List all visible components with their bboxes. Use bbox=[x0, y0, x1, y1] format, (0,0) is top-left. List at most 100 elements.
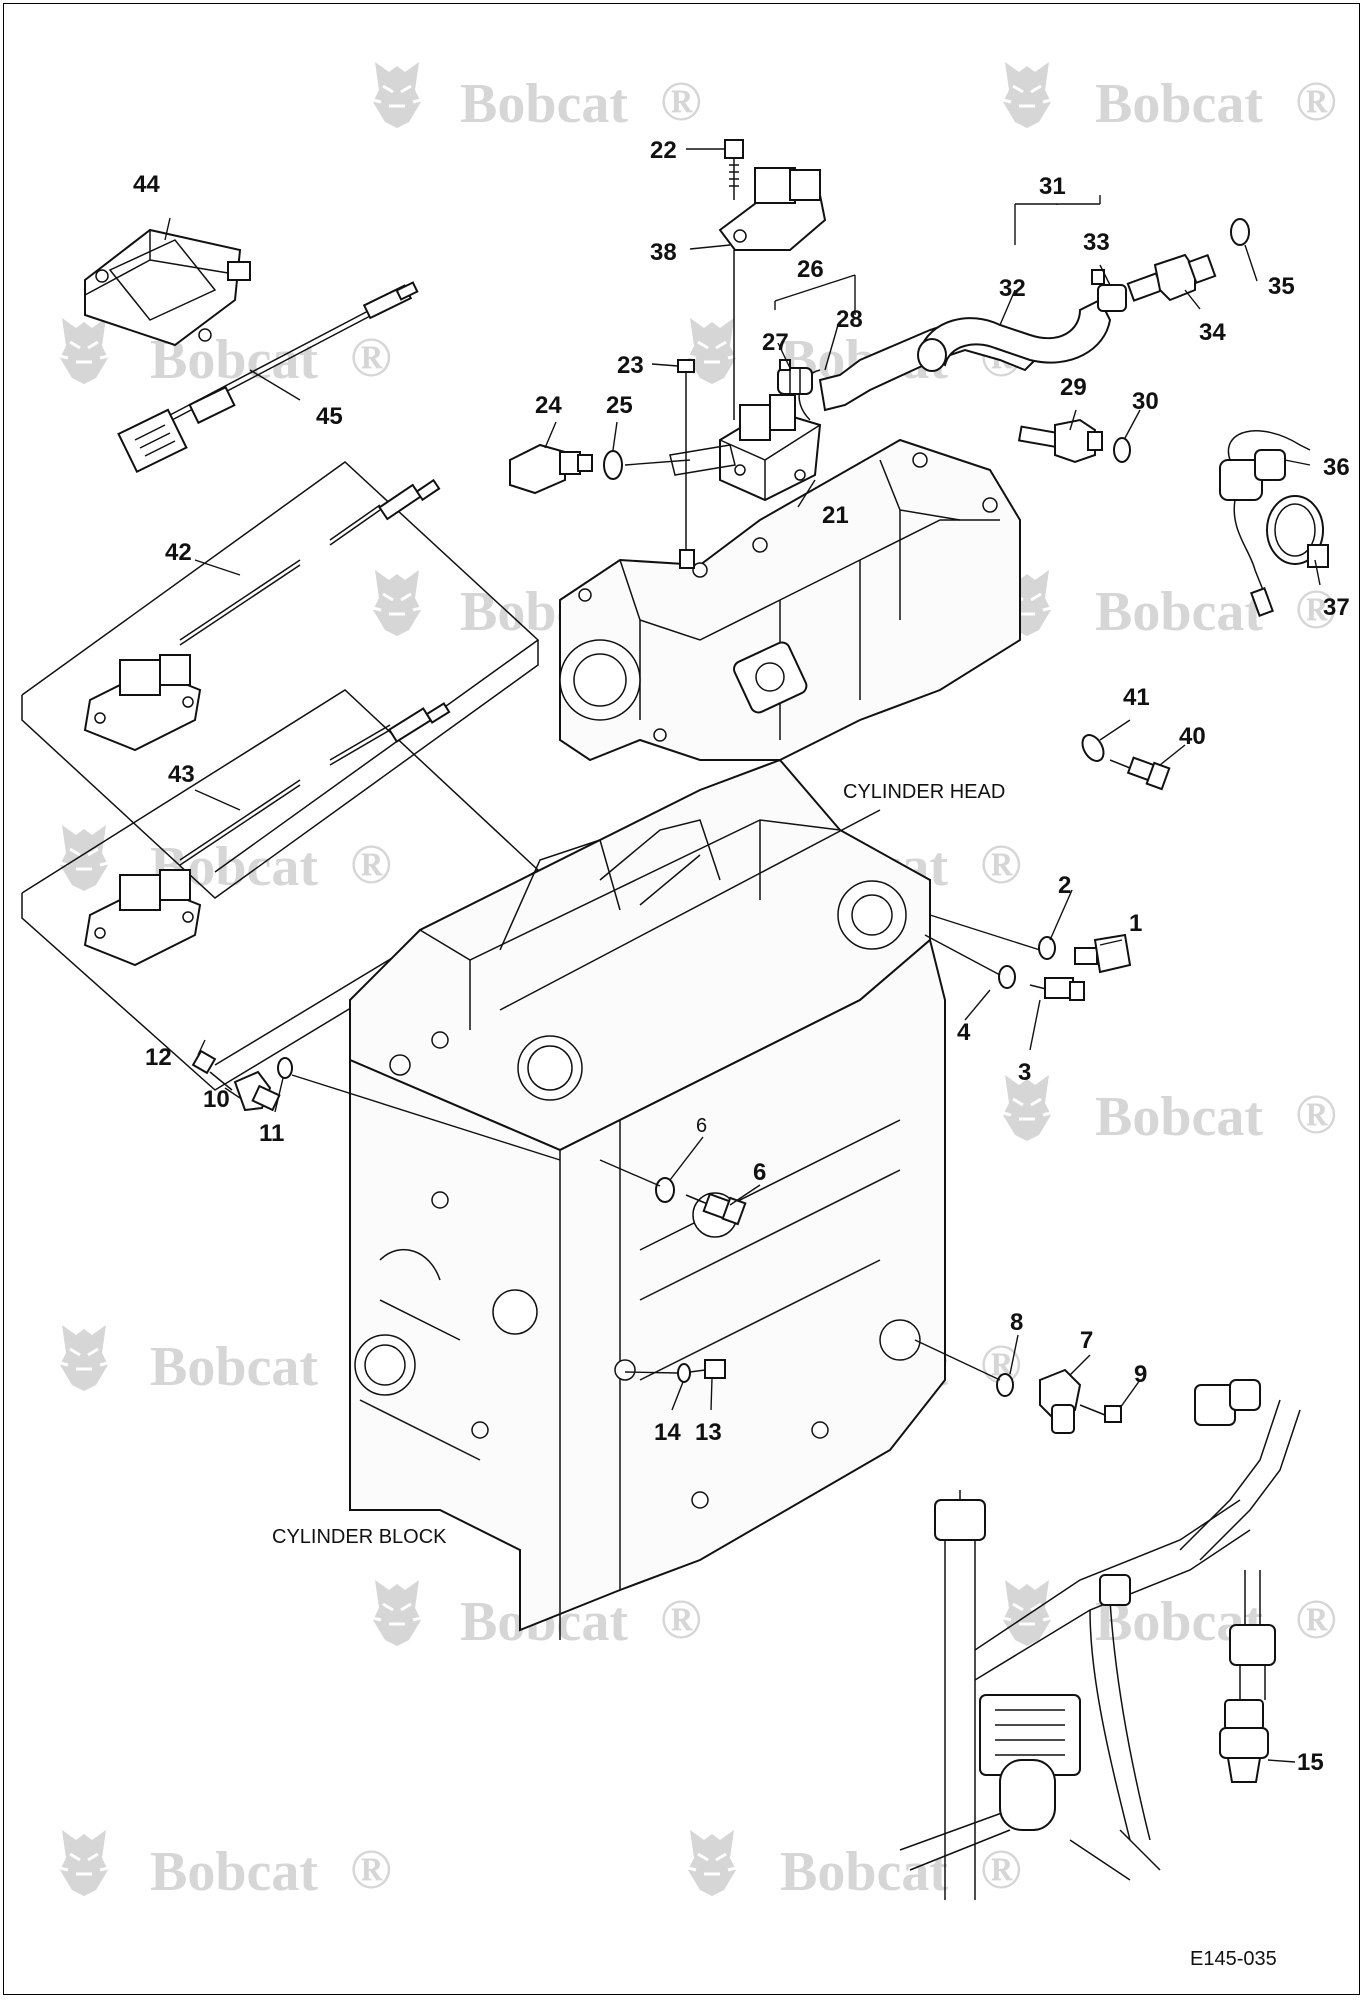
callout-6: 6 bbox=[753, 1159, 766, 1186]
pressure-sensor-15 bbox=[1219, 1699, 1269, 1783]
sensor-7 bbox=[1039, 1368, 1082, 1434]
callout-13: 13 bbox=[695, 1419, 722, 1446]
callout-3: 3 bbox=[1018, 1059, 1031, 1086]
figure-code: E145-035 bbox=[1190, 1948, 1277, 1970]
callout-36: 36 bbox=[1323, 454, 1350, 481]
callout-35: 35 bbox=[1268, 273, 1295, 300]
sensor-harness-36 bbox=[1219, 430, 1311, 617]
svg-text:Bobcat: Bobcat bbox=[1095, 73, 1263, 135]
wiring-harness bbox=[899, 1379, 1301, 1900]
callout-6-small: 6 bbox=[696, 1115, 707, 1137]
callout-33: 33 bbox=[1083, 229, 1110, 256]
callout-26: 26 bbox=[797, 256, 824, 283]
egr-valve-21 bbox=[669, 394, 822, 502]
bolt-12 bbox=[191, 1049, 233, 1091]
svg-text:Bobcat: Bobcat bbox=[1095, 1086, 1263, 1148]
callouts: 22 38 23 24 25 21 27 26 28 31 32 33 34 3… bbox=[133, 137, 1350, 1970]
svg-text:Bobcat: Bobcat bbox=[460, 73, 628, 135]
callout-7: 7 bbox=[1080, 1327, 1093, 1354]
callout-38: 38 bbox=[650, 239, 677, 266]
callout-21: 21 bbox=[822, 502, 849, 529]
callout-9: 9 bbox=[1134, 1361, 1147, 1388]
sensor-kit-box-43 bbox=[21, 689, 540, 1091]
svg-text:®: ® bbox=[980, 1839, 1022, 1901]
watermark: Bobcat ® bbox=[363, 60, 702, 135]
sensor-13 bbox=[689, 1359, 726, 1379]
clamp-27 bbox=[777, 359, 813, 395]
svg-text:®: ® bbox=[660, 1589, 702, 1651]
callout-23: 23 bbox=[617, 352, 644, 379]
watermark: Bobcat® bbox=[993, 60, 1337, 135]
callout-30: 30 bbox=[1132, 388, 1159, 415]
clamp-33 bbox=[1091, 269, 1127, 312]
callout-25: 25 bbox=[606, 392, 633, 419]
o-ring-41 bbox=[1081, 734, 1105, 762]
callout-12: 12 bbox=[145, 1044, 172, 1071]
watermark: Bobcat ® bbox=[993, 568, 1337, 643]
callout-11: 11 bbox=[259, 1120, 284, 1147]
callout-28: 28 bbox=[836, 306, 863, 333]
o-ring-6 bbox=[599, 1159, 675, 1203]
callout-2: 2 bbox=[1058, 872, 1071, 899]
cylinder-head-label: CYLINDER HEAD bbox=[843, 781, 1005, 803]
o-ring-14 bbox=[624, 1363, 691, 1383]
callout-27: 27 bbox=[762, 329, 789, 356]
sensor-34 bbox=[1126, 253, 1217, 302]
svg-text:®: ® bbox=[350, 327, 392, 389]
callout-1: 1 bbox=[1129, 910, 1142, 937]
svg-text:®: ® bbox=[1295, 1589, 1337, 1651]
callout-34: 34 bbox=[1199, 319, 1226, 346]
leader-lines bbox=[164, 148, 1321, 1763]
o-ring-25 bbox=[603, 450, 691, 480]
callout-45: 45 bbox=[316, 403, 343, 430]
watermark: Bobcat ® bbox=[50, 1828, 392, 1903]
mount-lead-7 bbox=[914, 1339, 1001, 1381]
diagram-frame bbox=[3, 3, 1360, 1995]
callout-22: 22 bbox=[650, 137, 677, 164]
sensor-29 bbox=[1017, 418, 1103, 464]
sensor-40 bbox=[1109, 756, 1171, 791]
callout-32: 32 bbox=[999, 275, 1026, 302]
sensor-24 bbox=[509, 443, 593, 495]
svg-text:®: ® bbox=[1295, 1084, 1337, 1146]
clamp-37 bbox=[1266, 495, 1329, 568]
callout-15: 15 bbox=[1297, 1749, 1324, 1776]
callout-41: 41 bbox=[1123, 684, 1150, 711]
bracket-38 bbox=[718, 167, 827, 251]
o-ring-8 bbox=[996, 1373, 1014, 1397]
o-ring-30 bbox=[1113, 437, 1131, 463]
svg-text:®: ® bbox=[1295, 579, 1337, 641]
callout-10: 10 bbox=[203, 1086, 230, 1113]
sensor-kit-box-42 bbox=[21, 461, 540, 899]
callout-29: 29 bbox=[1060, 374, 1087, 401]
intake-manifold-assembly bbox=[559, 438, 1021, 762]
svg-text:®: ® bbox=[660, 71, 702, 133]
callout-44: 44 bbox=[133, 171, 160, 198]
watermark: Bobcat® bbox=[50, 823, 392, 898]
svg-text:®: ® bbox=[350, 1839, 392, 1901]
watermark: Bobcat® bbox=[678, 1828, 1022, 1903]
watermark: Bobcat® bbox=[50, 316, 392, 391]
cylinder-block-label: CYLINDER BLOCK bbox=[272, 1526, 447, 1548]
bolt-9 bbox=[1079, 1404, 1122, 1423]
mount-lead-1 bbox=[924, 914, 1041, 976]
svg-text:Bobcat: Bobcat bbox=[1095, 581, 1263, 643]
svg-text:Bobcat: Bobcat bbox=[150, 1841, 318, 1903]
callout-40: 40 bbox=[1179, 723, 1206, 750]
o-ring-4 bbox=[998, 965, 1016, 989]
o-ring-11 bbox=[277, 1057, 561, 1161]
svg-text:Bobcat: Bobcat bbox=[150, 1336, 318, 1398]
watermark: Bobcat® bbox=[993, 1578, 1337, 1653]
o-ring-2 bbox=[1038, 936, 1056, 960]
watermark: Bobcat ® bbox=[993, 1073, 1337, 1148]
callout-37: 37 bbox=[1323, 594, 1350, 621]
svg-text:®: ® bbox=[980, 834, 1022, 896]
bolt-23 bbox=[677, 359, 695, 569]
watermark: Bobcat® bbox=[50, 1323, 392, 1398]
sensor-10 bbox=[233, 1070, 281, 1112]
o-ring-35 bbox=[1230, 218, 1250, 246]
callout-31: 31 bbox=[1039, 173, 1066, 200]
callout-24: 24 bbox=[535, 392, 562, 419]
svg-text:®: ® bbox=[350, 834, 392, 896]
